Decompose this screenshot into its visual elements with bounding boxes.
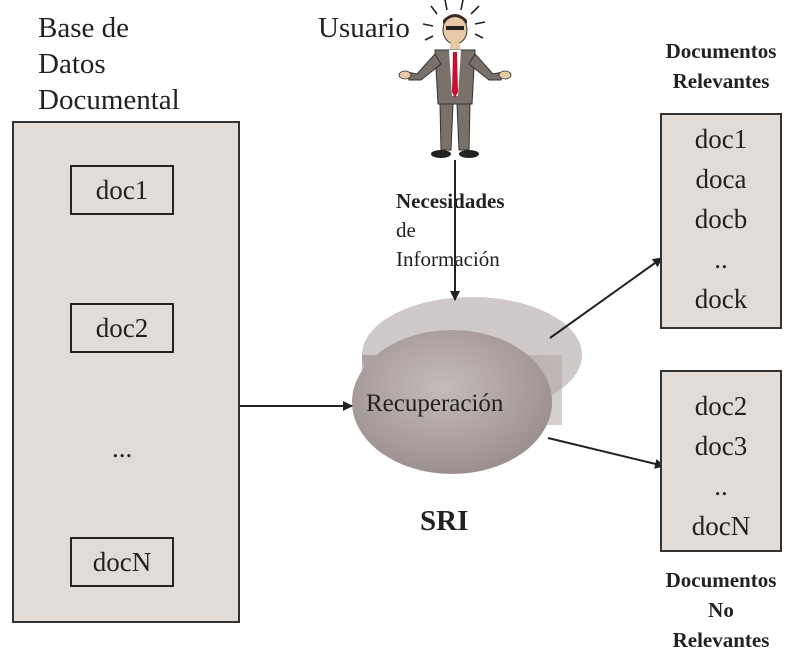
relevant-docs-heading: Documentos Relevantes [665, 39, 777, 93]
not-relevant-docs-box: doc2 doc3 .. docN [660, 370, 782, 552]
relevant-doc-item: doc1 [694, 124, 748, 154]
retrieval-label: Recuperación [366, 390, 504, 417]
businessman-confused-icon [398, 0, 512, 158]
db-doc-n: docN [70, 537, 174, 587]
information-needs-label: Necesidades de Información [396, 187, 505, 274]
sri-label: SRI [420, 505, 469, 537]
not-relevant-doc-item: doc3 [694, 431, 748, 461]
document-database-box: doc1 doc2 ... docN [12, 121, 240, 623]
not-relevant-doc-item: .. [714, 471, 728, 501]
relevant-doc-item: docb [694, 204, 748, 234]
arrow-to-not-relevant [547, 437, 665, 469]
information-needs-line1: Necesidades [396, 189, 505, 213]
db-doc-1: doc1 [70, 165, 174, 215]
information-needs-line2: de Información [396, 218, 500, 271]
database-title: Base de Datos Documental [38, 12, 180, 116]
not-relevant-doc-item: doc2 [694, 391, 748, 421]
arrow-to-relevant [549, 257, 663, 339]
relevant-docs-box: doc1 doca docb .. dock [660, 113, 782, 329]
not-relevant-docs-heading: Documentos No Relevantes [665, 568, 777, 652]
user-label: Usuario [318, 12, 410, 44]
retrieval-cylinder [352, 297, 582, 474]
db-doc-2: doc2 [70, 303, 174, 353]
db-ellipsis: ... [112, 433, 133, 463]
not-relevant-doc-item: docN [691, 511, 751, 541]
relevant-doc-item: .. [714, 244, 728, 274]
relevant-doc-item: dock [694, 284, 748, 314]
relevant-doc-item: doca [695, 164, 747, 194]
